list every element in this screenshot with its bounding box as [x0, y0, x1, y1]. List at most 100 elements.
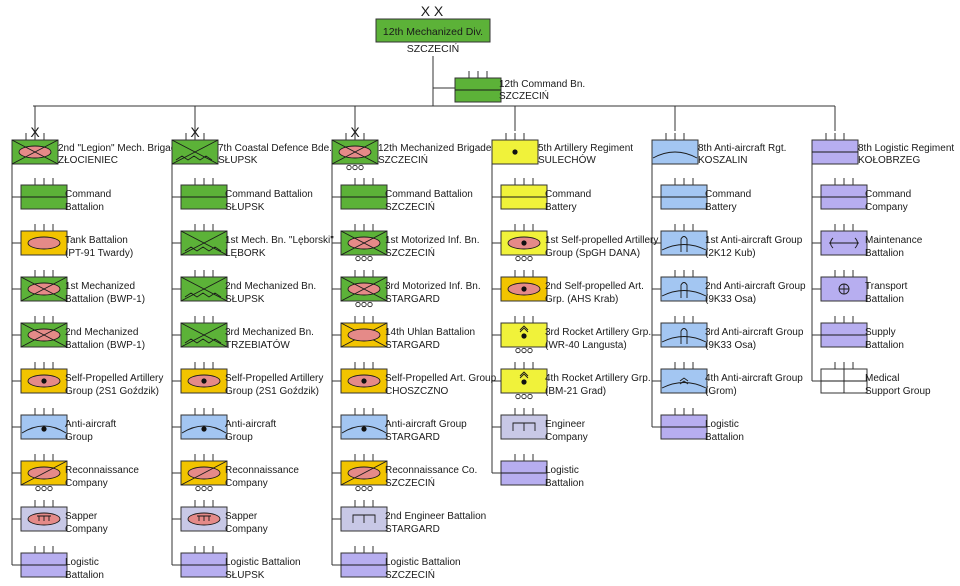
- transport-wheel-icon: [839, 284, 849, 294]
- unit-symbol: [500, 362, 548, 400]
- unit-detail: Company: [225, 478, 268, 489]
- wheel-icon: [521, 347, 527, 354]
- unit-detail: Battalion: [705, 432, 744, 443]
- engineer-bridge-icon: [352, 514, 376, 523]
- artillery-dot-icon: [41, 426, 47, 432]
- missile-icon: [680, 328, 688, 344]
- unit-symbol: [180, 224, 228, 256]
- air-defence-dome-icon: [661, 336, 707, 343]
- unit-name: Supply: [865, 327, 896, 338]
- unit-name: 4th Anti-aircraft Group: [705, 373, 803, 384]
- unit-detail: Battalion: [865, 340, 904, 351]
- column-head-5: 8th Anti-aircraft Rgt.KOSZALIN: [698, 143, 786, 166]
- unit-symbol: [660, 362, 708, 394]
- wheel-icon: [361, 255, 367, 262]
- missile-icon: [680, 282, 688, 298]
- unit-detail: STARGARD: [385, 294, 440, 305]
- unit-node: Reconnaissance Co.SZCZECIŃ: [385, 465, 477, 489]
- unit-detail: SŁUPSK: [225, 202, 265, 213]
- engineer-bridge-icon: [197, 515, 211, 521]
- unit-name: Reconnaissance: [225, 465, 299, 476]
- unit-detail: (9K33 Osa): [705, 340, 756, 351]
- wheel-icon: [527, 347, 533, 354]
- unit-name: Self-Propelled Artillery: [225, 373, 323, 384]
- coastal-wave-icon: [184, 246, 222, 252]
- infantry-cross-icon: [171, 139, 219, 165]
- column-head-symbol: [331, 133, 379, 171]
- column-head-location: SŁUPSK: [218, 155, 258, 166]
- artillery-dot-icon: [521, 240, 527, 246]
- unit-name: 2nd Mechanized: [65, 327, 138, 338]
- air-defence-dome-icon: [341, 425, 387, 434]
- command-battalion-symbol: [454, 71, 502, 103]
- unit-name: Engineer: [545, 419, 586, 430]
- unit-name: Command: [865, 189, 911, 200]
- unit-detail: (WR-40 Langusta): [545, 340, 627, 351]
- unit-name: Maintenance: [865, 235, 923, 246]
- unit-symbol: [180, 500, 228, 532]
- unit-node: 3rd Motorized Inf. Bn.STARGARD: [385, 281, 481, 305]
- infantry-cross-icon: [340, 276, 388, 302]
- coastal-wave-icon: [184, 292, 222, 298]
- wheel-icon: [201, 485, 207, 492]
- wheel-icon: [367, 255, 373, 262]
- column-head-name: 7th Coastal Defence Bde.: [218, 143, 332, 154]
- unit-detail: (PT-91 Twardy): [65, 248, 133, 259]
- wheel-icon: [527, 255, 533, 262]
- unit-name: Self-Propelled Artillery: [65, 373, 163, 384]
- unit-node: 2nd Self-propelled Art.Grp. (AHS Krab): [545, 281, 644, 305]
- unit-symbol: [20, 270, 68, 302]
- unit-detail: (9K33 Osa): [705, 294, 756, 305]
- unit-symbol: [340, 454, 388, 492]
- unit-symbol: [820, 316, 868, 348]
- unit-name: Logistic: [545, 465, 579, 476]
- unit-symbol: [180, 362, 228, 394]
- unit-symbol: [820, 270, 868, 302]
- rocket-chevron-icon: [519, 371, 529, 377]
- wheel-icon: [515, 393, 521, 400]
- unit-symbol: [500, 316, 548, 354]
- unit-symbol: [180, 178, 228, 210]
- column-head-location: SULECHÓW: [538, 153, 596, 166]
- artillery-dot-icon: [361, 378, 367, 384]
- artillery-dot-icon: [521, 379, 527, 385]
- rocket-chevron-icon: [519, 327, 529, 333]
- unit-name: 3rd Rocket Artillery Grp.: [545, 327, 651, 338]
- unit-name: Logistic Battalion: [225, 557, 301, 568]
- unit-symbol: [20, 362, 68, 394]
- infantry-cross-icon: [20, 322, 68, 348]
- unit-detail: Support Group: [865, 386, 931, 397]
- infantry-cross-icon: [180, 230, 228, 256]
- column-head-symbol: [11, 133, 59, 165]
- rocket-chevron-icon: [519, 325, 529, 331]
- unit-name: Command Battalion: [385, 189, 473, 200]
- unit-symbol: [20, 316, 68, 348]
- engineer-bridge-icon: [37, 515, 51, 521]
- unit-detail: Battery: [545, 202, 577, 213]
- wheel-icon: [521, 393, 527, 400]
- infantry-cross-icon: [340, 230, 388, 256]
- unit-symbol: [340, 546, 388, 578]
- unit-name: Reconnaissance Co.: [385, 465, 477, 476]
- recce-slash-icon: [340, 460, 388, 486]
- unit-detail: (Grom): [705, 386, 737, 397]
- unit-name: 2nd Engineer Battalion: [385, 511, 486, 522]
- column-head-location: SZCZECIŃ: [378, 153, 428, 166]
- wheel-icon: [41, 485, 47, 492]
- unit-symbol: [340, 178, 388, 210]
- wheel-icon: [515, 255, 521, 262]
- air-defence-dome-icon: [652, 151, 698, 159]
- wheel-icon: [361, 485, 367, 492]
- unit-symbol: [820, 362, 868, 394]
